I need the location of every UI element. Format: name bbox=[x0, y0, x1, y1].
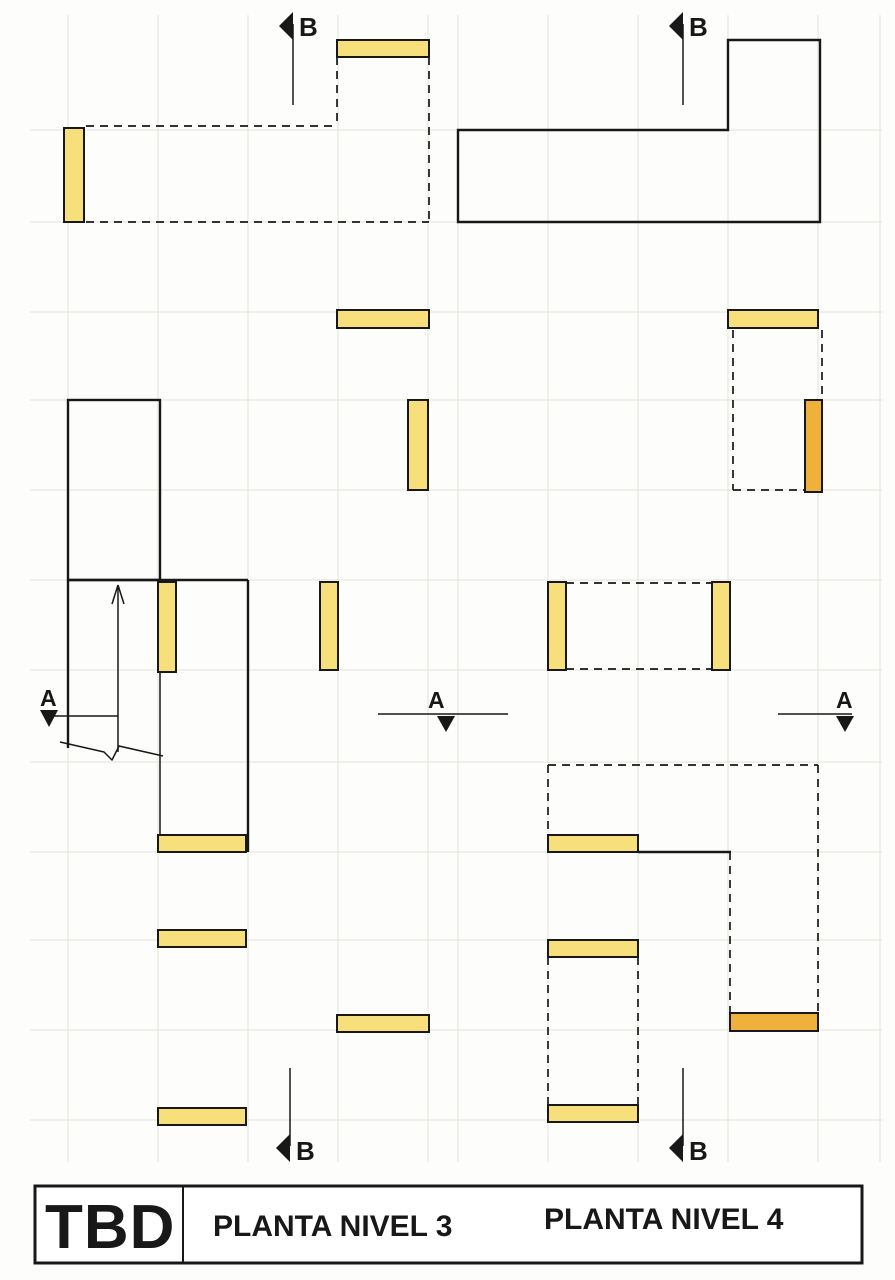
title-block-frame bbox=[33, 1184, 864, 1265]
title-block: TBD PLANTA NIVEL 3 PLANTA NIVEL 4 bbox=[33, 1184, 864, 1265]
wall-bar bbox=[727, 309, 819, 329]
wall-bar bbox=[319, 581, 339, 671]
wall-bar bbox=[336, 39, 430, 58]
wall-bar bbox=[157, 581, 177, 673]
wall-bar bbox=[157, 1107, 247, 1126]
title-block-logo: TBD bbox=[45, 1193, 175, 1262]
wall-bar bbox=[157, 929, 247, 948]
wall-bar bbox=[407, 399, 429, 491]
plan-nivel-4 bbox=[456, 38, 823, 1123]
wall-bar bbox=[547, 1104, 639, 1123]
section-b-arrow-icon bbox=[669, 1134, 683, 1162]
section-a-arrow-icon bbox=[836, 716, 854, 732]
dwelling-outline bbox=[456, 38, 822, 224]
plan-nivel-3 bbox=[59, 39, 430, 1126]
section-b-arrow-icon bbox=[279, 12, 293, 40]
section-a-label: A bbox=[836, 687, 853, 713]
section-a-arrow-icon bbox=[437, 716, 455, 732]
break-line bbox=[59, 741, 164, 761]
section-b-arrow-icon bbox=[276, 1134, 290, 1162]
plan-left-title: PLANTA NIVEL 3 bbox=[213, 1210, 452, 1243]
section-a-label: A bbox=[40, 685, 57, 711]
wall-bar bbox=[63, 127, 85, 223]
section-b-label: B bbox=[689, 12, 708, 42]
wall-bar bbox=[547, 939, 639, 958]
section-b-label: B bbox=[299, 12, 318, 42]
section-a-arrow-icon bbox=[40, 710, 58, 727]
wall-bar bbox=[336, 309, 430, 329]
wall-bar-orange bbox=[729, 1012, 819, 1032]
wall-bar bbox=[547, 581, 567, 671]
wall-bar bbox=[336, 1014, 430, 1033]
wall-bar bbox=[157, 834, 247, 853]
section-a-label: A bbox=[428, 687, 445, 713]
section-b-label: B bbox=[296, 1136, 315, 1166]
stair-arrow-head bbox=[117, 584, 125, 605]
stair-arrow-head bbox=[111, 584, 119, 605]
plan-right-title: PLANTA NIVEL 4 bbox=[544, 1203, 784, 1236]
wall-bar-orange bbox=[804, 399, 823, 493]
section-b-label: B bbox=[689, 1136, 708, 1166]
section-markers: B B A A A B B bbox=[40, 12, 854, 1166]
wall-bar bbox=[711, 581, 731, 671]
wall-bar bbox=[547, 834, 639, 853]
section-b-arrow-icon bbox=[669, 12, 683, 40]
